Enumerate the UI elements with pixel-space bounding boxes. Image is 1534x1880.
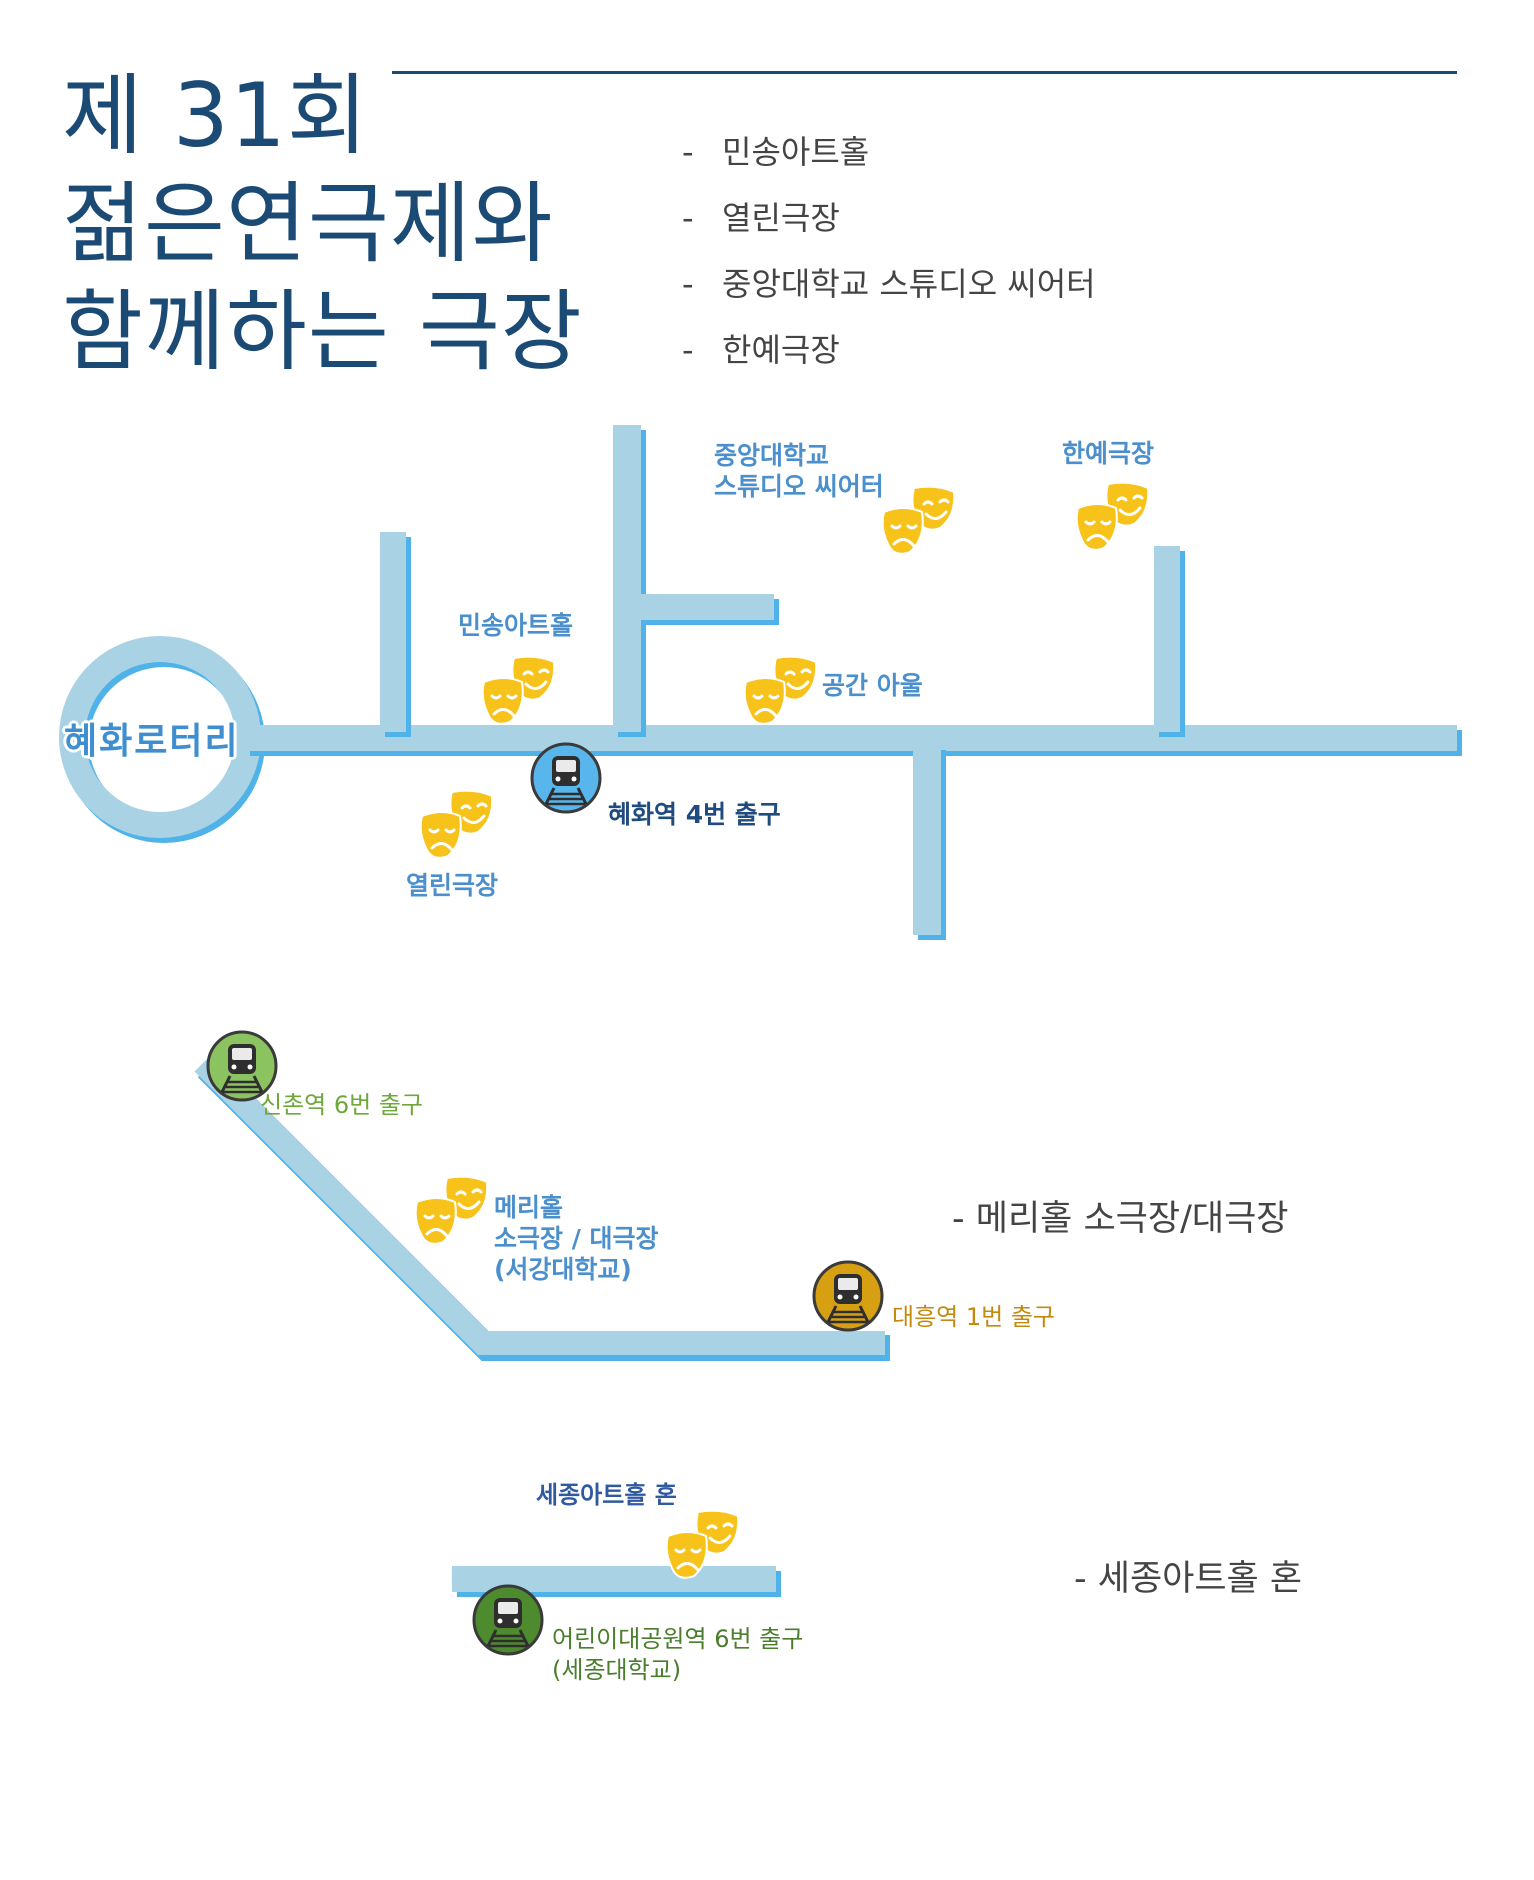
theater-masks-icon <box>418 786 498 866</box>
theater-masks-icon <box>480 652 560 732</box>
rotary-label: 혜화로터리 <box>64 721 240 762</box>
road-segment <box>613 425 641 732</box>
station-label-childrens-park: 어린이대공원역 6번 출구 (세종대학교) <box>552 1625 804 1684</box>
venue-list: -민송아트홀 -열린극장 -중앙대학교 스튜디오 씨어터 -한예극장 <box>682 132 1096 396</box>
theater-label-cau: 중앙대학교 스튜디오 씨어터 <box>714 441 884 501</box>
theater-label-gonggan: 공간 아울 <box>822 671 923 700</box>
subway-train-icon <box>812 1260 884 1332</box>
theater-masks-icon <box>742 652 822 732</box>
road-segment <box>913 745 941 935</box>
title-line-1: 제 31회 <box>62 64 369 167</box>
venue-list-item: -열린극장 <box>682 199 840 237</box>
station-label-daeheung: 대흥역 1번 출구 <box>892 1303 1056 1331</box>
title-line-3: 함께하는 극장 <box>62 280 583 383</box>
subway-train-icon <box>472 1584 544 1656</box>
road-segment <box>1154 546 1180 732</box>
venue-list-item: -한예극장 <box>682 331 840 369</box>
title-line-2: 젊은연극제와 <box>62 172 554 275</box>
subway-train-icon <box>206 1030 278 1102</box>
theater-masks-icon <box>664 1506 744 1586</box>
theater-label-maryhall: 메리홀 소극장 / 대극장 (서강대학교) <box>494 1193 659 1284</box>
station-label-sinchon: 신촌역 6번 출구 <box>260 1091 424 1119</box>
theater-masks-icon <box>1074 478 1154 558</box>
station-label-hyehwa: 혜화역 4번 출구 <box>608 800 781 829</box>
venue-list-item: -중앙대학교 스튜디오 씨어터 <box>682 265 1096 303</box>
road-segment <box>380 532 406 732</box>
theater-label-yeollin: 열린극장 <box>406 871 499 900</box>
theater-label-minsong: 민송아트홀 <box>458 611 574 640</box>
theater-masks-icon <box>413 1172 493 1252</box>
subway-train-icon <box>530 742 602 814</box>
theater-masks-icon <box>880 482 960 562</box>
theater-label-hanye: 한예극장 <box>1062 439 1155 468</box>
theater-label-sejong: 세종아트홀 혼 <box>536 1481 677 1509</box>
main-road <box>245 725 1457 751</box>
caption-maryhall: - 메리홀 소극장/대극장 <box>952 1199 1289 1239</box>
title-rule <box>392 71 1457 74</box>
road-segment <box>641 594 774 620</box>
caption-sejong: - 세종아트홀 혼 <box>1074 1559 1303 1599</box>
venue-list-item: -민송아트홀 <box>682 133 870 171</box>
